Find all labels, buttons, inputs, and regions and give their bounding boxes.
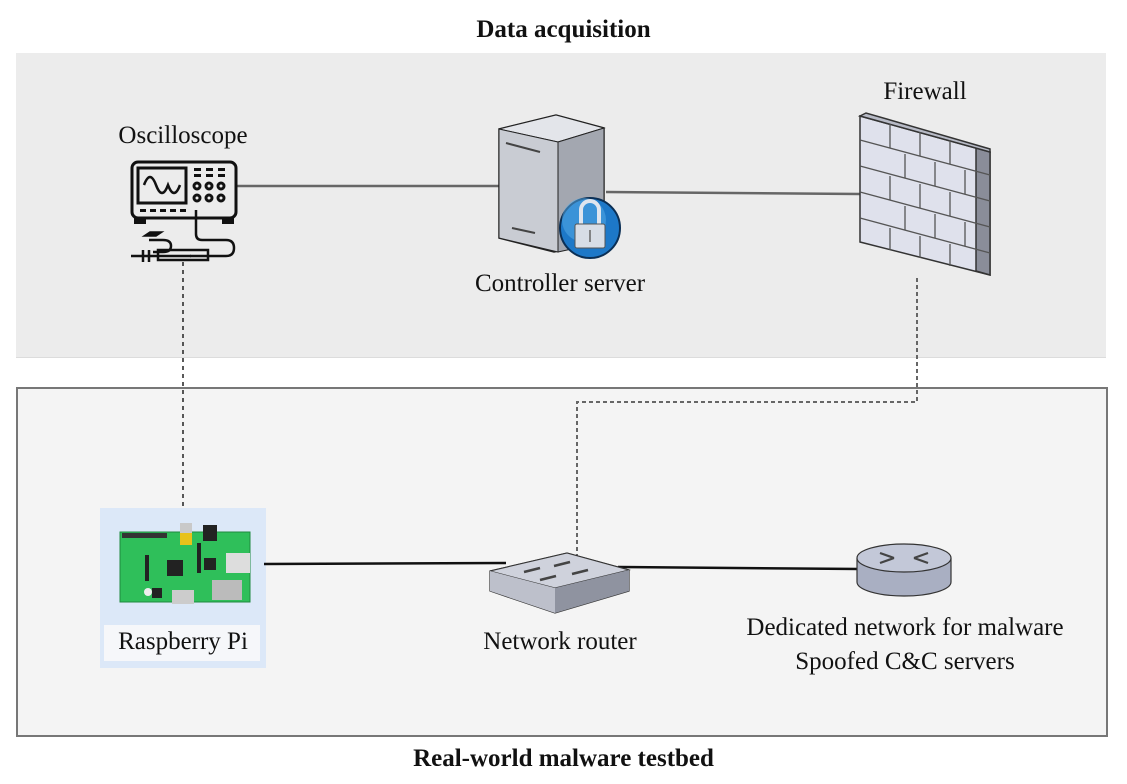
controller-server-label: Controller server (474, 270, 646, 297)
group-title-malware-testbed: Real-world malware testbed (413, 745, 714, 772)
dedicated-network-label: Dedicated network for malware (746, 614, 1064, 641)
edges (182, 184, 918, 571)
spoofed-cc-label: Spoofed C&C servers (795, 648, 1015, 675)
edge-firewall-router (576, 278, 918, 556)
edge-raspberry-router (263, 561, 507, 566)
firewall-icon[interactable] (857, 112, 991, 276)
oscilloscope-label: Oscilloscope (118, 122, 248, 149)
oscilloscope-icon[interactable] (130, 160, 238, 262)
router-icon[interactable] (856, 543, 952, 597)
group-title-data-acquisition: Data acquisition (476, 16, 651, 43)
server-lock-icon[interactable] (498, 114, 621, 259)
switch-icon[interactable] (489, 552, 631, 614)
raspberry-pi-board-icon[interactable] (119, 523, 251, 604)
edge-router-dedicated (617, 565, 861, 571)
raspberry-pi-label: Raspberry Pi (118, 628, 248, 655)
network-router-label: Network router (483, 628, 637, 655)
edge-controller-firewall (605, 190, 861, 196)
raspberry-pi-label-bg (104, 625, 260, 661)
firewall-label: Firewall (883, 78, 967, 105)
